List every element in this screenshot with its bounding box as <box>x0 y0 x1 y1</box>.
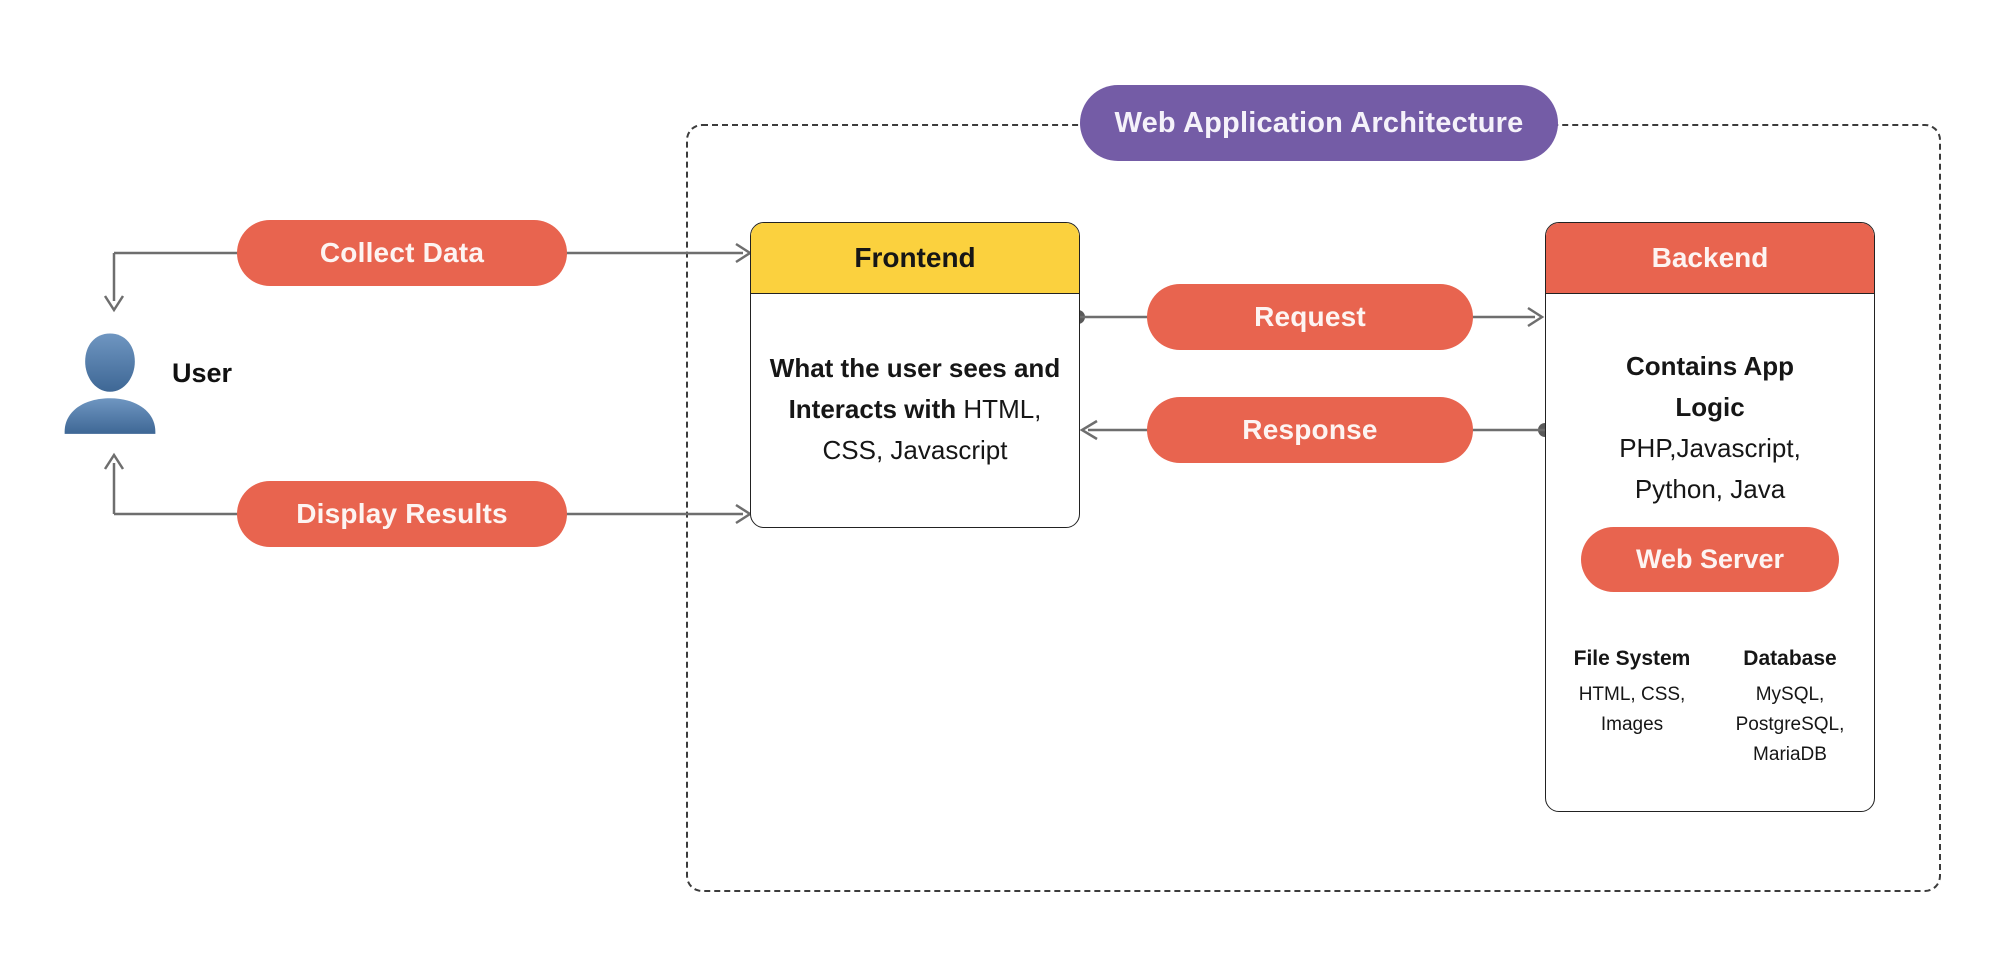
collect-data-label: Collect Data <box>319 237 485 268</box>
backend-storage-row: File System HTML, CSS, Images Database M… <box>1546 647 1874 770</box>
display-results-pill: Display Results <box>237 481 567 547</box>
web-server-pill: Web Server <box>1581 527 1839 592</box>
diagram-title: Web Application Architecture <box>1080 85 1558 161</box>
user-label: User <box>172 358 233 388</box>
database-title: Database <box>1743 647 1837 670</box>
collect-data-pill: Collect Data <box>237 220 567 286</box>
frontend-node: Frontend What the user sees and Interact… <box>750 222 1080 528</box>
frontend-title: Frontend <box>854 242 976 273</box>
backend-description-regular: PHP,Javascript, Python, Java <box>1619 433 1801 504</box>
frontend-description-regular: HTML, CSS, Javascript <box>822 394 1042 465</box>
file-system-items: HTML, CSS, Images <box>1578 684 1686 735</box>
web-server-label: Web Server <box>1635 544 1785 574</box>
response-pill: Response <box>1147 397 1473 463</box>
backend-description-bold: Contains App Logic <box>1625 351 1795 422</box>
file-system-title: File System <box>1573 647 1691 670</box>
backend-header: Backend <box>1546 223 1874 294</box>
user-icon <box>64 333 156 434</box>
response-label: Response <box>1242 414 1378 445</box>
file-system-column: File System HTML, CSS, Images <box>1564 647 1700 770</box>
frontend-header: Frontend <box>751 223 1079 294</box>
backend-description: Contains App Logic PHP,Javascript, Pytho… <box>1588 346 1832 510</box>
frontend-description: What the user sees and Interacts with HT… <box>763 348 1067 471</box>
request-label: Request <box>1254 301 1366 332</box>
display-results-label: Display Results <box>296 498 508 529</box>
backend-node: Backend Contains App Logic PHP,Javascrip… <box>1545 222 1875 812</box>
database-items: MySQL, PostgreSQL, MariaDB <box>1735 684 1845 765</box>
frontend-description-bold: What the user sees and Interacts with <box>769 353 1061 424</box>
diagram-title-text: Web Application Architecture <box>1114 106 1524 139</box>
backend-title: Backend <box>1651 242 1769 273</box>
database-column: Database MySQL, PostgreSQL, MariaDB <box>1722 647 1858 770</box>
request-pill: Request <box>1147 284 1473 350</box>
